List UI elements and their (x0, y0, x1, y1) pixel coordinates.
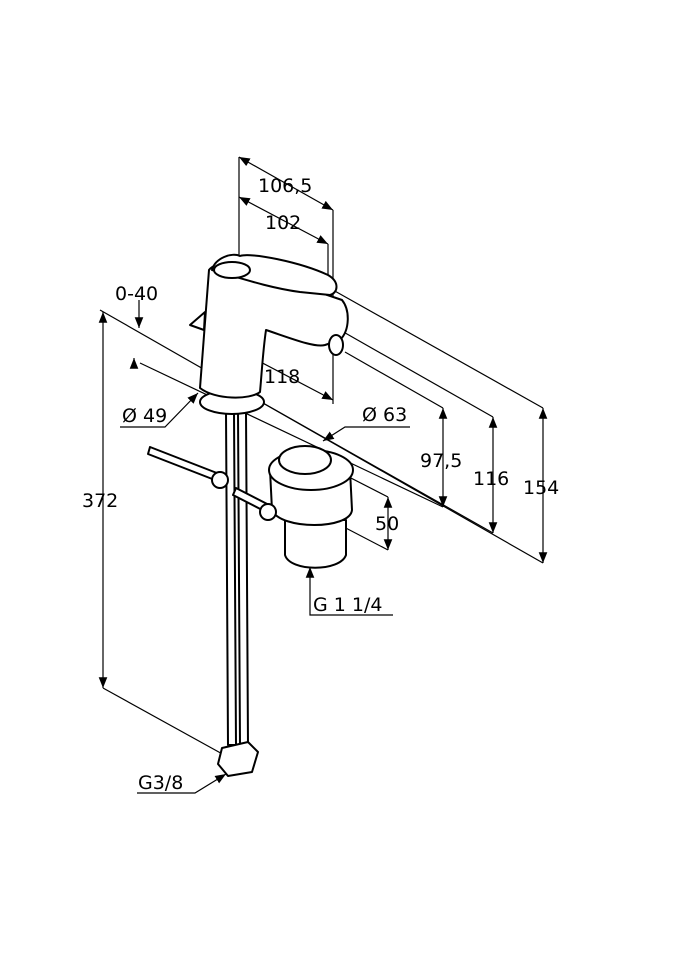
dim-106-5: 106,5 (258, 175, 312, 197)
dim-372: 372 (82, 490, 118, 512)
dim-102: 102 (265, 212, 301, 234)
dimension-labels: 106,5 102 0-40 118 Ø 49 Ø 63 97,5 116 15… (82, 175, 559, 794)
dim-diameter-49: Ø 49 (122, 405, 167, 427)
dim-50: 50 (375, 513, 399, 535)
dim-g3-8: G3/8 (138, 772, 183, 794)
dim-118: 118 (264, 366, 300, 388)
popup-waste (259, 445, 354, 569)
popup-rod (147, 446, 276, 516)
dim-0-40: 0-40 (115, 283, 158, 305)
faucet-body (189, 253, 349, 415)
dim-97-5: 97,5 (420, 450, 462, 472)
dim-116: 116 (473, 468, 509, 490)
dim-g-1-1-4: G 1 1/4 (313, 594, 382, 616)
supply-hoses (217, 411, 259, 777)
dim-154: 154 (523, 477, 559, 499)
dim-diameter-63: Ø 63 (362, 404, 407, 426)
